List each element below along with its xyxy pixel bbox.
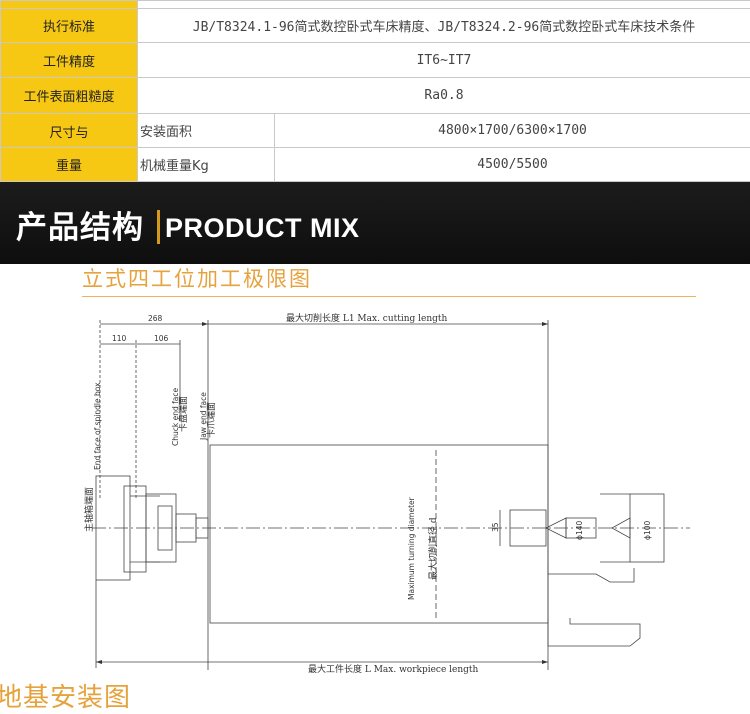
machining-limit-drawing: 268 110 106 最大切削长度 L1 Max. cutting lengt… [0,300,750,680]
spec-table: 执行标准 JB/T8324.1-96简式数控卧式车床精度、JB/T8324.2-… [0,0,750,182]
foundation-drawing-title: 地基安装图 [0,677,131,714]
banner-divider [157,210,160,244]
table-row: 重量 机械重量Kg 4500/5500 [1,147,750,181]
banner-title: 产品结构 [16,208,144,248]
spec-label: 重量 [1,147,138,181]
label-spindle-en: End face of spindle box [93,382,102,470]
table-row [1,1,750,9]
spec-value: Ra0.8 [138,78,750,113]
spec-label: 工件表面粗糙度 [1,78,138,113]
table-row: 尺寸与 安装面积 4800×1700/6300×1700 [1,113,750,147]
spec-sublabel: 机械重量Kg [138,147,275,181]
cutting-envelope [210,445,548,623]
spec-value: JB/T8324.1-96简式数控卧式车床精度、JB/T8324.2-96简式数… [138,9,750,43]
dim-phi100: ϕ100 [643,521,652,540]
label-chuck-en: Chuck end face [171,388,180,446]
dim-110: 110 [112,334,127,343]
dim-cutting-length: 最大切削长度 L1 Max. cutting length [286,312,448,324]
dim-35: 35 [491,522,500,532]
drawing-title: 立式四工位加工极限图 [82,263,312,293]
label-spindle-cn: 主轴箱端面 [83,487,95,532]
banner-subtitle: PRODUCT MIX [165,208,360,248]
spec-label: 尺寸与 [1,113,138,147]
table-row: 工件精度 IT6~IT7 [1,43,750,78]
label-jaw-en: Jaw end face [199,392,208,441]
label-turning-cn: 最大切削直径 d [427,517,439,580]
spec-value: 4500/5500 [275,147,750,181]
spec-sublabel: 安装面积 [138,113,275,147]
spec-value: IT6~IT7 [138,43,750,78]
dim-268: 268 [148,314,163,323]
table-row: 工件表面粗糙度 Ra0.8 [1,78,750,113]
spec-value: 4800×1700/6300×1700 [275,113,750,147]
label-turning-en: Maximum turning diameter [407,496,416,600]
table-row: 执行标准 JB/T8324.1-96简式数控卧式车床精度、JB/T8324.2-… [1,9,750,43]
dim-106: 106 [154,334,169,343]
dim-workpiece-length: 最大工件长度 L Max. workpiece length [308,663,479,675]
drawing-title-rule [82,296,696,297]
spec-label: 工件精度 [1,43,138,78]
spec-label: 执行标准 [1,9,138,43]
dim-phi140: ϕ140 [575,521,584,540]
